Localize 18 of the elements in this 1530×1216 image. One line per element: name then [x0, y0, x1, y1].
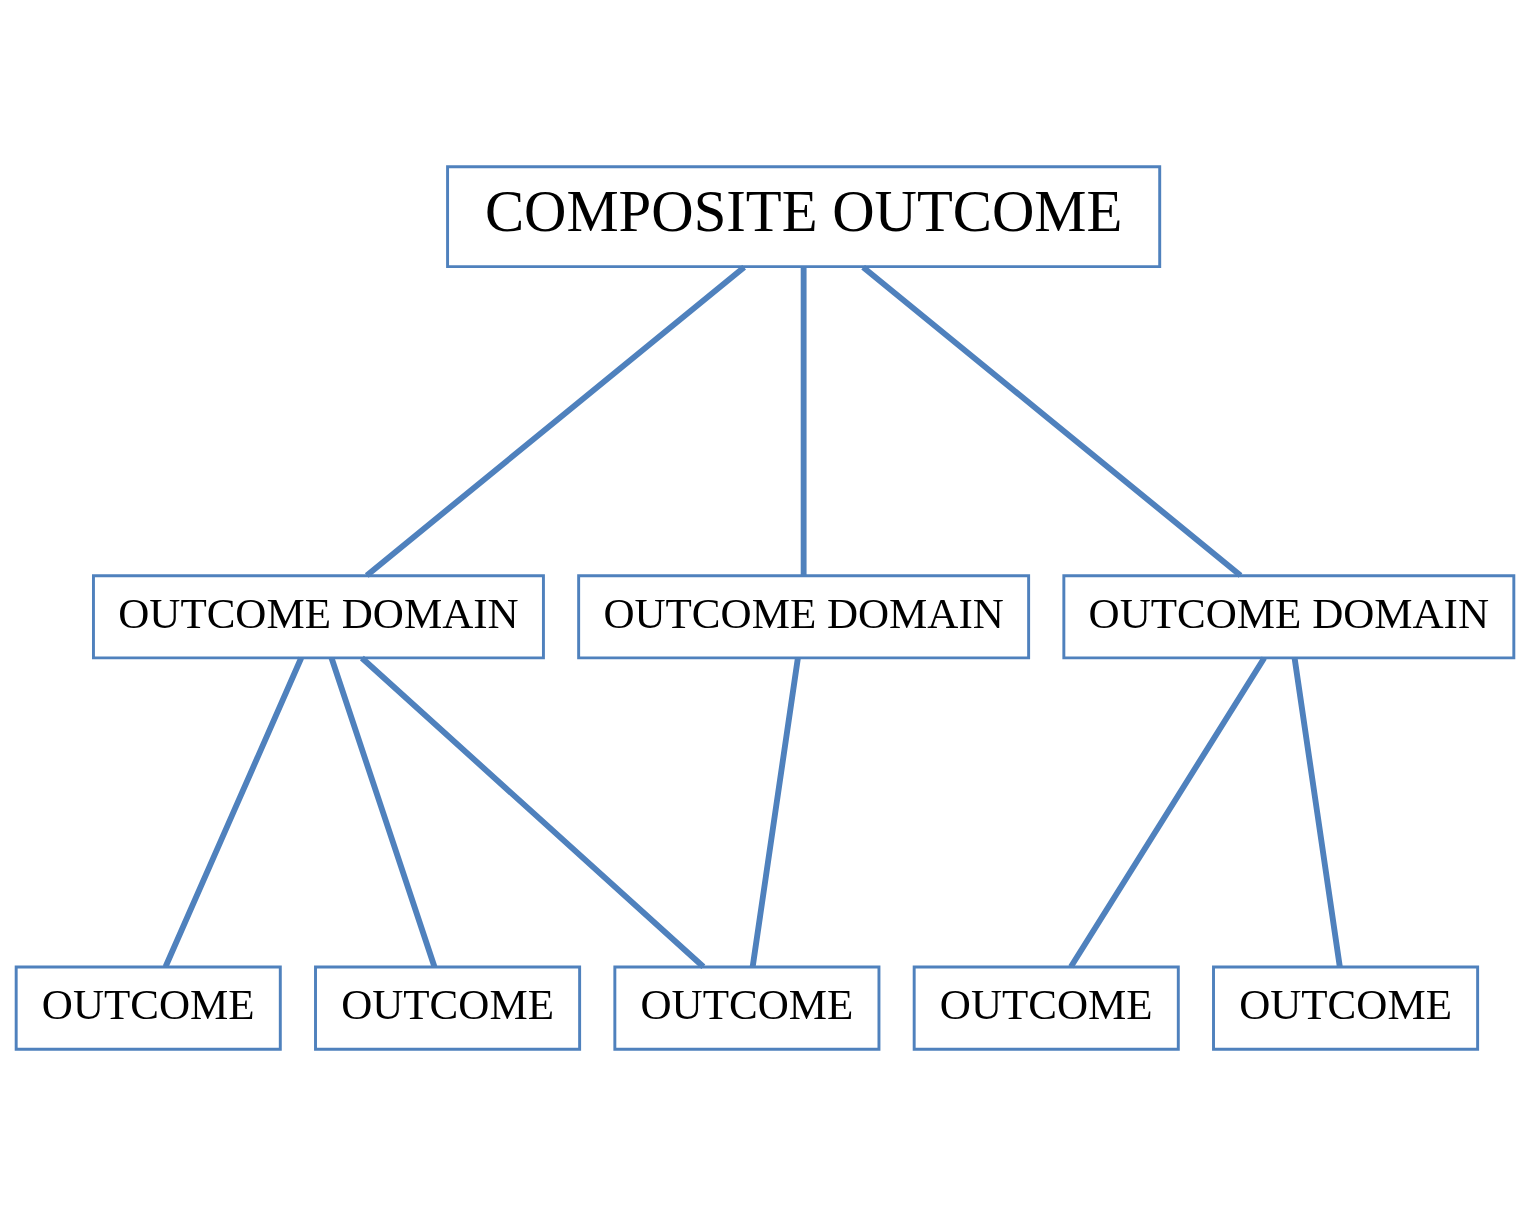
- connector: [162, 656, 304, 968]
- connector: [1068, 656, 1267, 969]
- connector: [328, 657, 438, 968]
- node-box: OUTCOME DOMAIN: [577, 574, 1031, 660]
- node-box: OUTCOME DOMAIN: [1062, 574, 1516, 660]
- node-box: OUTCOME: [613, 965, 881, 1051]
- connector: [861, 264, 1243, 578]
- connector: [364, 264, 746, 578]
- node-box: OUTCOME: [1212, 965, 1480, 1051]
- node-box: COMPOSITE OUTCOME: [446, 165, 1162, 269]
- node-box: OUTCOME: [912, 965, 1180, 1051]
- connector: [359, 655, 706, 969]
- node-box: OUTCOME: [314, 965, 582, 1051]
- connector: [1291, 657, 1343, 968]
- node-box: OUTCOME DOMAIN: [92, 574, 545, 660]
- node-box: OUTCOME: [14, 965, 282, 1051]
- connector: [749, 657, 801, 968]
- connector: [800, 267, 807, 576]
